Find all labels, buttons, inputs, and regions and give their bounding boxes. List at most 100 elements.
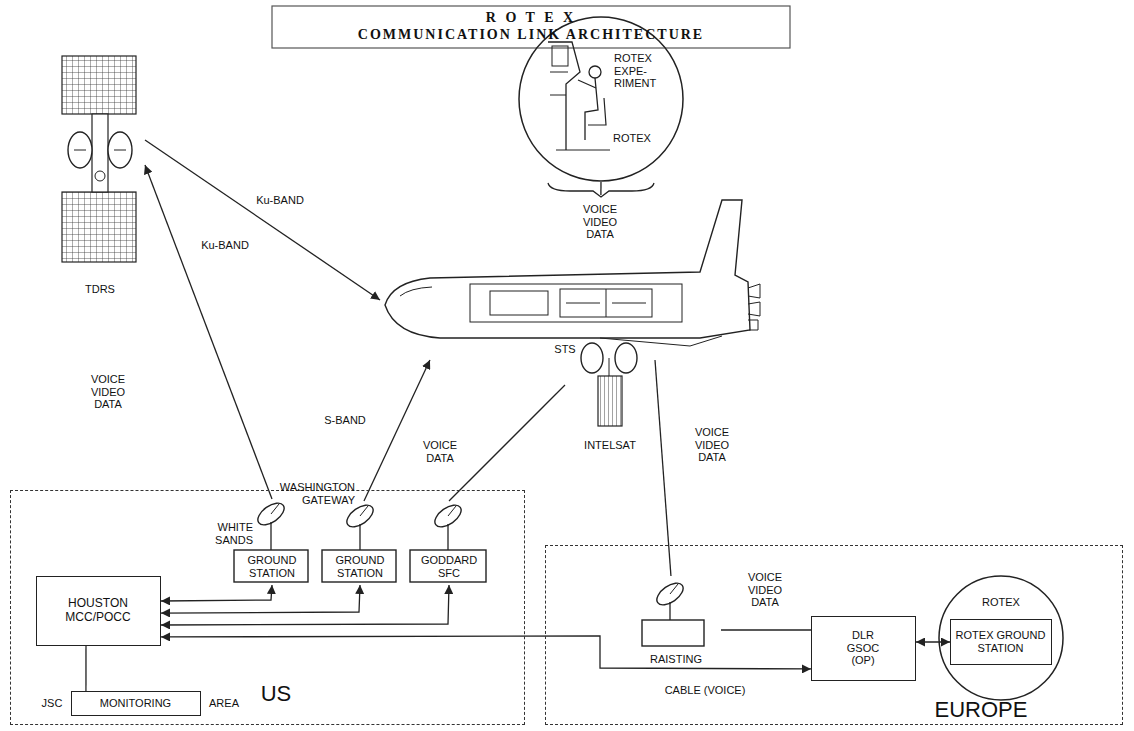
dish-stem — [270, 522, 271, 550]
annotation: VOICE DATA — [416, 438, 464, 465]
link-line — [85, 646, 86, 691]
link-line — [161, 636, 811, 669]
region-box: USHOUSTON MCC/POCCWHITE SANDSGROUND STAT… — [10, 490, 525, 725]
link-line — [364, 360, 430, 501]
payload-module — [490, 291, 548, 315]
dish-feed — [448, 506, 456, 516]
node-text: DLR GSOC (OP) — [840, 617, 886, 679]
dish-stem — [447, 524, 448, 550]
console-shelf — [550, 95, 566, 96]
monitoring-box: MONITORING — [71, 691, 201, 716]
link-line — [145, 165, 272, 499]
astronaut-head — [589, 66, 601, 78]
link-label: Ku-BAND — [254, 193, 306, 208]
antenna-hub — [95, 171, 105, 181]
node-text: GROUND STATION — [235, 551, 309, 583]
station-box — [322, 550, 396, 582]
node-text: HOUSTON MCC/POCC — [57, 577, 139, 644]
shuttle-wing — [600, 336, 722, 346]
floor-line — [556, 150, 610, 151]
ground-station-box: ROTEX GROUND STATION — [950, 619, 1052, 665]
dish-stem — [359, 524, 360, 550]
ground-station: WHITE SANDSGROUND STATION — [233, 499, 311, 585]
dish-feed — [114, 150, 126, 151]
link-line — [721, 629, 811, 630]
link-line — [161, 585, 272, 601]
satellite-dish — [615, 343, 637, 373]
link-label: CABLE (VOICE) — [663, 683, 748, 698]
ground-dish — [431, 501, 465, 550]
node-text: STS — [540, 342, 590, 356]
node-text: WASHINGTON GATEWAY — [275, 481, 355, 506]
satellite-mast — [609, 358, 610, 376]
workstation-console — [548, 42, 580, 150]
station-box — [410, 550, 486, 582]
link-label: VOICE VIDEO DATA — [574, 202, 626, 242]
ground-station: WASHINGTON GATEWAYGROUND STATION — [321, 501, 399, 585]
ground-station: GODDARD SFC — [409, 501, 489, 585]
link-label: VOICE VIDEO DATA — [739, 570, 791, 610]
node-text: RAISTING — [631, 652, 721, 666]
dish-stem — [669, 602, 670, 620]
solar-panel — [62, 192, 136, 262]
cockpit-window — [400, 287, 432, 296]
node-text: ROTEX EXPE- RIMENT — [614, 52, 660, 90]
dish-feed — [271, 504, 279, 514]
payload-bay — [470, 284, 682, 322]
link-line — [916, 641, 950, 642]
payload-module — [560, 289, 652, 317]
payload-detail — [566, 303, 646, 304]
node-text: GODDARD SFC — [411, 551, 487, 583]
node-text: TDRS — [55, 282, 145, 296]
astronaut-body — [585, 78, 598, 140]
dish-feed — [360, 506, 368, 516]
satellite-dish — [108, 132, 132, 168]
console-shelf — [550, 72, 568, 73]
node-text: ROTEX GROUND STATION — [953, 620, 1048, 663]
region-box: EUROPE RAISTING DLR GSOC (OP) ROTEX ROTEX GR… — [545, 545, 1123, 725]
link-label: VOICE VIDEO DATA — [686, 425, 738, 465]
satellite-body — [92, 114, 108, 192]
title-subtext: COMMUNICATION LINK ARCHITECTURE — [356, 26, 706, 44]
node-text: ROTEX — [613, 132, 659, 145]
control-center-box: HOUSTON MCC/POCC — [36, 576, 161, 646]
circle-outline — [939, 576, 1063, 700]
payload-module — [606, 289, 607, 317]
node-text: INTELSAT — [565, 438, 655, 452]
ground-station-circle: ROTEX ROTEX GROUND STATION — [938, 575, 1064, 701]
link-line — [655, 360, 671, 576]
satellite-dish — [68, 132, 92, 168]
node-text: GROUND STATION — [323, 551, 397, 583]
solar-panel — [62, 56, 136, 114]
operations-center-box: DLR GSOC (OP) — [811, 616, 916, 681]
link-line — [161, 585, 360, 613]
title-stripe — [272, 5, 790, 8]
shuttle: STS — [380, 195, 750, 360]
dish-feed — [670, 584, 678, 594]
link-label: S-BAND — [322, 413, 368, 428]
title-frame — [272, 6, 790, 48]
node-text: EUROPE — [916, 697, 1046, 723]
link-label: Ku-BAND — [199, 238, 251, 253]
astronaut-arm — [578, 80, 596, 88]
node-text: MONITORING — [72, 692, 199, 714]
node-text: US — [231, 679, 321, 709]
ground-dish — [343, 501, 377, 550]
ground-dish — [653, 579, 687, 620]
console-screen — [552, 46, 568, 66]
shuttle-body — [385, 200, 750, 338]
satellite-dish — [581, 343, 603, 373]
diagram-title: R O T E X — [486, 10, 576, 26]
operator-seat — [588, 98, 606, 125]
bracket — [548, 183, 654, 197]
solar-panel — [598, 376, 622, 426]
annotation: AREA — [207, 696, 241, 711]
node-text: WHITE SANDS — [201, 521, 253, 546]
satellite: INTELSAT — [565, 340, 655, 452]
satellite: TDRS — [55, 50, 145, 298]
node-text: ROTEX — [938, 595, 1064, 609]
ground-dish — [254, 499, 288, 550]
station-box — [234, 550, 308, 582]
annotation: VOICE VIDEO DATA — [82, 372, 134, 412]
